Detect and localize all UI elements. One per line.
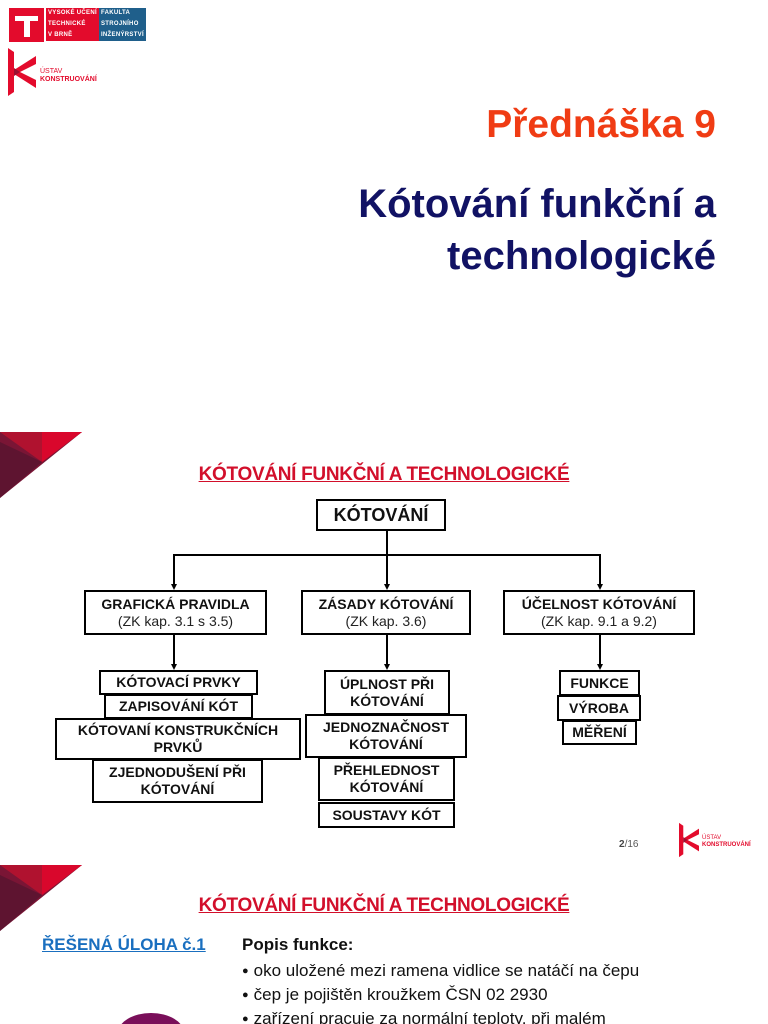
item-prehlednost-kotovani: PŘEHLEDNOST KÓTOVÁNÍ — [318, 757, 455, 801]
item-kotovani-konstrukcnich-prvku: KÓTOVANÍ KONSTRUKČNÍCH PRVKŮ — [55, 718, 301, 760]
lecture-title: Kótování funkční a technologické — [358, 182, 716, 278]
arrow-down-icon — [597, 664, 603, 670]
slide-heading: KÓTOVÁNÍ FUNKČNÍ A TECHNOLOGICKÉ — [198, 895, 570, 916]
branch-zasady-kotovani: ZÁSADY KÓTOVÁNÍ (ZK kap. 3.6) — [301, 590, 471, 635]
connector-line — [173, 554, 175, 586]
item-uplnost-pri-kotovani: ÚPLNOST PŘI KÓTOVÁNÍ — [324, 670, 450, 715]
item-kotovaci-prvky: KÓTOVACÍ PRVKY — [99, 670, 258, 695]
arrow-down-icon — [171, 664, 177, 670]
item-vyroba: VÝROBA — [557, 695, 641, 721]
list-item: čep je pojištěn kroužkem ČSN 02 2930 — [242, 984, 639, 1008]
page-number: 2/16 — [619, 839, 639, 850]
item-zapisovani-kot: ZAPISOVÁNÍ KÓT — [104, 694, 253, 719]
diagram-slide: KÓTOVÁNÍ FUNKČNÍ A TECHNOLOGICKÉ KÓTOVÁN… — [0, 432, 768, 865]
connector-line — [386, 531, 388, 555]
item-soustavy-kot: SOUSTAVY KÓT — [318, 802, 455, 828]
arrow-down-icon — [171, 584, 177, 590]
branch-graficka-pravidla: GRAFICKÁ PRAVIDLA (ZK kap. 3.1 s 3.5) — [84, 590, 267, 635]
corner-decoration-icon — [0, 432, 82, 498]
section-title: Popis funkce: — [242, 935, 354, 954]
item-zjednoduseni-pri-kotovani: ZJEDNODUŠENÍ PŘI KÓTOVÁNÍ — [92, 759, 263, 803]
root-node-kotovani: KÓTOVÁNÍ — [316, 499, 446, 531]
slide-heading: KÓTOVÁNÍ FUNKČNÍ A TECHNOLOGICKÉ — [198, 464, 570, 485]
arrow-down-icon — [597, 584, 603, 590]
list-item: oko uložené mezi ramena vidlice se natáč… — [242, 960, 640, 984]
item-mereni: MĚŘENÍ — [562, 720, 637, 745]
connector-line — [386, 554, 388, 586]
corner-decoration-icon — [0, 865, 82, 931]
solved-task-link[interactable]: ŘEŠENÁ ÚLOHA č.1 — [42, 935, 206, 954]
item-funkce: FUNKCE — [559, 670, 640, 696]
branch-ucelnost-kotovani: ÚČELNOST KÓTOVÁNÍ (ZK kap. 9.1 a 9.2) — [503, 590, 695, 635]
function-description-list: oko uložené mezi ramena vidlice se natáč… — [242, 960, 640, 1024]
connector-line — [173, 635, 175, 665]
footer-ustav-logo: ÚSTAV KONSTRUOVÁNÍ — [679, 822, 751, 858]
vut-t-icon — [9, 8, 44, 42]
task-slide: KÓTOVÁNÍ FUNKČNÍ A TECHNOLOGICKÉ ŘEŠENÁ … — [0, 865, 768, 1024]
arrow-down-icon — [384, 664, 390, 670]
k-logo-icon — [8, 48, 36, 96]
connector-line — [599, 554, 601, 586]
connector-line — [599, 635, 601, 665]
part-illustration — [118, 1013, 184, 1024]
list-item: zařízení pracuje za normální teploty, př… — [242, 1008, 639, 1024]
lecture-number: Přednáška 9 — [486, 103, 716, 146]
connector-line — [386, 635, 388, 665]
k-logo-icon — [679, 822, 699, 858]
ustav-konstruovani-logo: ÚSTAV KONSTRUOVÁNÍ — [8, 48, 97, 96]
item-jednoznacnost-kotovani: JEDNOZNAČNOST KÓTOVÁNÍ — [305, 714, 467, 758]
arrow-down-icon — [384, 584, 390, 590]
